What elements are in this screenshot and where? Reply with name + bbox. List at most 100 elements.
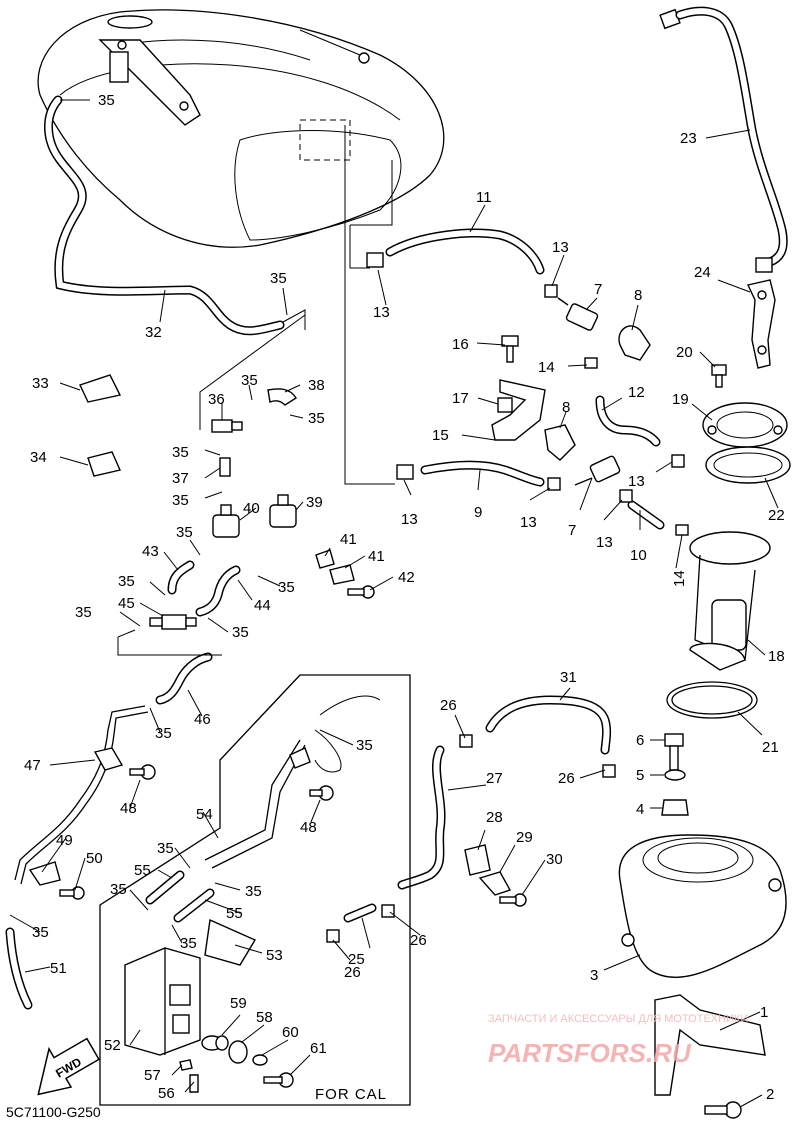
clamp-26-a bbox=[459, 734, 473, 748]
callout-14-a: 14 bbox=[538, 359, 555, 376]
damper-4 bbox=[661, 799, 689, 816]
callout-26-b: 26 bbox=[558, 770, 575, 787]
bolt-30 bbox=[499, 893, 527, 907]
watermark: ЗАПЧАСТИ И АКСЕССУАРЫ ДЛЯ МОТОТЕХНИКИ PA… bbox=[488, 1013, 748, 1068]
gasket-22 bbox=[705, 446, 791, 484]
callout-22: 22 bbox=[768, 507, 785, 524]
for-cal-border bbox=[99, 674, 411, 1106]
callout-49: 49 bbox=[56, 832, 73, 849]
callout-39: 39 bbox=[306, 494, 323, 511]
clamp-13-a bbox=[544, 284, 558, 298]
watermark-line2: PARTSFORS.RU bbox=[488, 1038, 692, 1068]
callout-10: 10 bbox=[630, 547, 647, 564]
bolt-48-b bbox=[309, 785, 334, 801]
callout-43: 43 bbox=[142, 543, 159, 560]
callout-12: 12 bbox=[628, 384, 645, 401]
callout-11: 11 bbox=[476, 189, 492, 206]
callout-7-upper: 7 bbox=[594, 281, 602, 298]
callout-28: 28 bbox=[486, 809, 503, 826]
callout-23: 23 bbox=[680, 130, 697, 147]
hose-12 bbox=[595, 395, 661, 447]
callout-35-f: 35 bbox=[172, 492, 189, 509]
callout-44: 44 bbox=[254, 597, 271, 614]
clamp-26-c bbox=[381, 904, 395, 918]
callout-labels: 1 2 3 4 5 6 7 7 8 8 9 10 11 12 13 13 13 … bbox=[24, 92, 785, 1103]
bolt-6 bbox=[664, 733, 684, 771]
callout-50: 50 bbox=[86, 850, 103, 867]
bolt-16 bbox=[501, 335, 519, 363]
callout-35-i: 35 bbox=[278, 579, 295, 596]
bracket-47-holder bbox=[93, 747, 124, 771]
joint-45 bbox=[149, 614, 197, 630]
pump-flange-19 bbox=[702, 402, 788, 448]
clamp-48-b bbox=[289, 747, 311, 769]
callout-35-o: 35 bbox=[157, 840, 174, 857]
fuel-filter-7-lower bbox=[574, 455, 621, 486]
callout-35-p: 35 bbox=[245, 883, 262, 900]
valve-40 bbox=[212, 504, 240, 538]
callout-48-a: 48 bbox=[120, 800, 137, 817]
screw-42 bbox=[347, 585, 375, 599]
callout-26-d: 26 bbox=[344, 964, 361, 981]
bracket-24 bbox=[746, 279, 776, 369]
fuel-tank-bottom-3 bbox=[618, 834, 787, 979]
hose-51 bbox=[5, 927, 33, 1010]
callout-42: 42 bbox=[398, 569, 415, 586]
bracket-1 bbox=[654, 994, 766, 1096]
clamp-26-d bbox=[326, 929, 340, 943]
callout-5: 5 bbox=[636, 767, 644, 784]
callout-35-e: 35 bbox=[172, 444, 189, 461]
callout-35-c: 35 bbox=[241, 372, 258, 389]
callout-27: 27 bbox=[486, 770, 503, 787]
joint-36 bbox=[211, 419, 243, 433]
callout-58: 58 bbox=[256, 1009, 273, 1026]
panel-53 bbox=[204, 918, 257, 966]
callout-15: 15 bbox=[432, 427, 449, 444]
bolt-20 bbox=[711, 364, 727, 388]
callout-24: 24 bbox=[694, 264, 711, 281]
clamp-8-lower bbox=[544, 424, 576, 461]
bolt-61 bbox=[263, 1072, 294, 1088]
callout-8-lower: 8 bbox=[562, 399, 570, 416]
callout-38: 38 bbox=[308, 377, 325, 394]
callout-35-l: 35 bbox=[155, 725, 172, 742]
callout-35-m: 35 bbox=[356, 737, 373, 754]
clamp-13-b bbox=[547, 477, 561, 491]
holder-28 bbox=[464, 844, 491, 876]
callout-35-g: 35 bbox=[176, 524, 193, 541]
washer-60 bbox=[252, 1054, 268, 1066]
callout-32: 32 bbox=[145, 324, 162, 341]
hose-routing-lines bbox=[314, 695, 381, 773]
callout-37: 37 bbox=[172, 470, 189, 487]
fuel-tank bbox=[37, 9, 445, 248]
callout-35-r: 35 bbox=[180, 935, 197, 952]
callout-36: 36 bbox=[208, 391, 225, 408]
callout-17: 17 bbox=[452, 390, 469, 407]
callout-29: 29 bbox=[516, 829, 533, 846]
hose-23 bbox=[659, 6, 788, 273]
callout-8-upper: 8 bbox=[634, 287, 642, 304]
callout-52: 52 bbox=[104, 1037, 121, 1054]
nut-17 bbox=[497, 397, 513, 413]
hose-11 bbox=[366, 228, 545, 275]
callout-20: 20 bbox=[676, 344, 693, 361]
hose-31 bbox=[485, 695, 612, 755]
callout-55-b: 55 bbox=[226, 905, 243, 922]
grommet-58 bbox=[228, 1040, 248, 1064]
callout-13-b: 13 bbox=[373, 304, 390, 321]
clamp-13-d bbox=[671, 454, 685, 468]
callout-35-k: 35 bbox=[232, 624, 249, 641]
callout-48-b: 48 bbox=[300, 819, 317, 836]
callout-35-b: 35 bbox=[270, 270, 287, 287]
hose-55-b bbox=[173, 888, 215, 923]
hose-38 bbox=[267, 388, 297, 406]
clip-29 bbox=[478, 871, 512, 896]
clamp-14-b bbox=[675, 524, 689, 536]
callout-18: 18 bbox=[768, 648, 785, 665]
callout-46: 46 bbox=[194, 711, 211, 728]
cap-56 bbox=[189, 1074, 199, 1093]
callout-3: 3 bbox=[590, 967, 598, 984]
valve-39 bbox=[269, 494, 297, 528]
callout-40: 40 bbox=[243, 500, 260, 517]
callout-35-j: 35 bbox=[75, 604, 92, 621]
